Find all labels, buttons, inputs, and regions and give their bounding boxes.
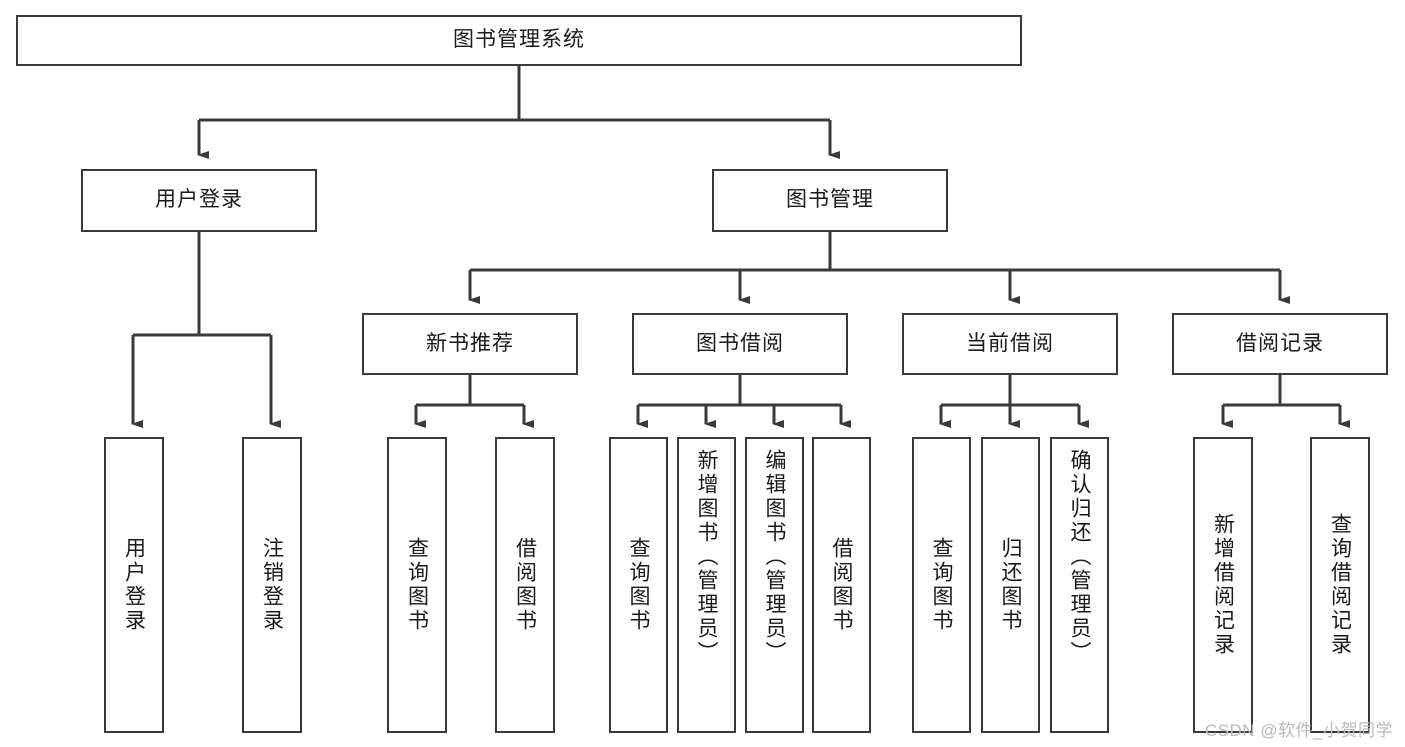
node-label: 新增图书（管理员） xyxy=(695,449,718,665)
node-leaf-borrow-book-recommend[interactable]: 借阅图书 xyxy=(495,437,555,733)
node-label: 当前借阅 xyxy=(966,331,1054,355)
node-borrow-record[interactable]: 借阅记录 xyxy=(1172,313,1388,375)
node-book-borrow[interactable]: 图书借阅 xyxy=(632,313,848,375)
node-user-login[interactable]: 用户登录 xyxy=(81,169,317,232)
node-label: 新增借阅记录 xyxy=(1211,513,1235,657)
node-leaf-confirm-return-admin[interactable]: 确认归还（管理员） xyxy=(1050,437,1109,733)
node-label: 用户登录 xyxy=(122,537,146,633)
node-leaf-query-book-borrow[interactable]: 查询图书 xyxy=(609,437,668,733)
node-label: 查询图书 xyxy=(405,537,429,633)
node-label: 注销登录 xyxy=(260,537,284,633)
node-leaf-query-borrow-record[interactable]: 查询借阅记录 xyxy=(1310,437,1370,733)
node-new-book-recommend[interactable]: 新书推荐 xyxy=(362,313,578,375)
node-label: 图书管理系统 xyxy=(453,28,585,52)
node-leaf-edit-book-admin[interactable]: 编辑图书（管理员） xyxy=(745,437,804,733)
node-label: 查询图书 xyxy=(930,537,953,633)
node-leaf-add-book-admin[interactable]: 新增图书（管理员） xyxy=(677,437,736,733)
node-label: 用户登录 xyxy=(155,188,243,212)
node-leaf-user-login[interactable]: 用户登录 xyxy=(104,437,164,733)
node-leaf-query-book-recommend[interactable]: 查询图书 xyxy=(387,437,447,733)
node-label: 借阅图书 xyxy=(513,537,537,633)
node-label: 编辑图书（管理员） xyxy=(763,449,786,665)
node-label: 查询借阅记录 xyxy=(1328,513,1352,657)
node-leaf-return-book[interactable]: 归还图书 xyxy=(981,437,1040,733)
node-label: 图书管理 xyxy=(786,188,874,212)
node-label: 归还图书 xyxy=(999,537,1022,633)
node-leaf-borrow-book[interactable]: 借阅图书 xyxy=(812,437,871,733)
node-leaf-query-book-current[interactable]: 查询图书 xyxy=(912,437,971,733)
node-leaf-logout[interactable]: 注销登录 xyxy=(242,437,302,733)
node-book-management[interactable]: 图书管理 xyxy=(712,169,948,232)
node-label: 借阅图书 xyxy=(830,537,853,633)
node-label: 查询图书 xyxy=(627,537,650,633)
node-label: 图书借阅 xyxy=(696,331,784,355)
node-label: 新书推荐 xyxy=(426,331,514,355)
node-current-borrow[interactable]: 当前借阅 xyxy=(902,313,1118,375)
node-root-book-management-system[interactable]: 图书管理系统 xyxy=(16,15,1022,66)
node-label: 确认归还（管理员） xyxy=(1068,449,1091,665)
node-label: 借阅记录 xyxy=(1236,331,1324,355)
node-leaf-add-borrow-record[interactable]: 新增借阅记录 xyxy=(1193,437,1253,733)
watermark-text: CSDN @软件_小贺同学 xyxy=(1204,721,1393,740)
